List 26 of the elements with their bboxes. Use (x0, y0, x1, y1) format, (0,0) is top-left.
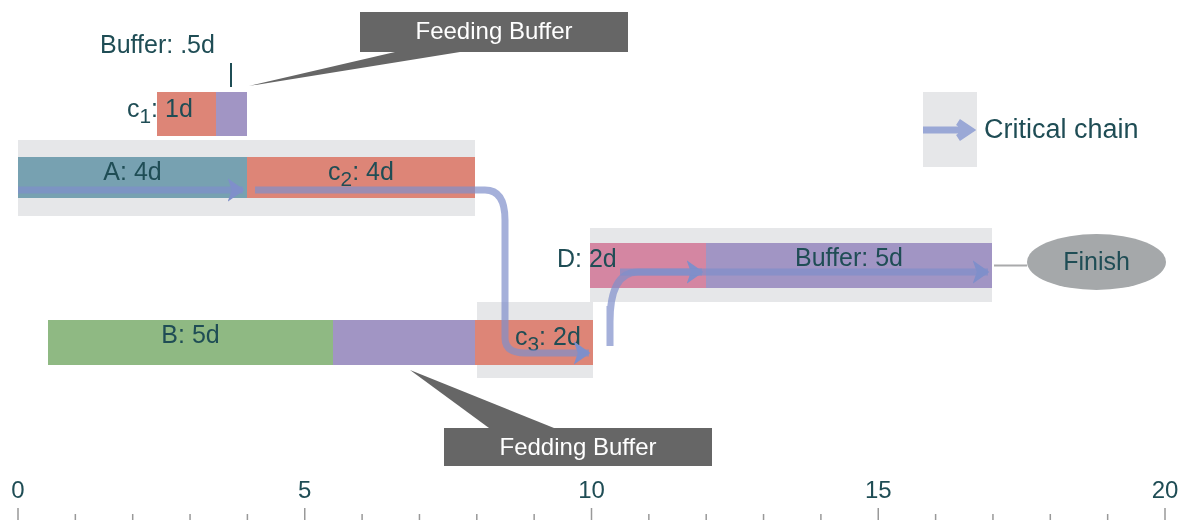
callout-pointer (410, 370, 554, 428)
axis-label: 15 (863, 476, 893, 504)
callout-text: Fedding Buffer (498, 433, 658, 461)
callout-box (360, 12, 628, 52)
bar-label: D: 2d (557, 244, 617, 272)
bar-label: B: 5d (160, 320, 221, 348)
bar-label: A: 4d (102, 157, 163, 185)
axis-label: 0 (10, 476, 26, 504)
bar-label: Buffer: 5d (794, 243, 904, 271)
axis-label: 20 (1150, 476, 1180, 504)
connector-line (993, 264, 1028, 267)
callout-text: Feeding Buffer (414, 17, 574, 45)
task-bar (48, 320, 333, 365)
bar-label: c$_{3}$: 2d (515, 322, 581, 357)
chain-arrow (255, 186, 591, 365)
callout-pointer (249, 52, 460, 86)
chain-arrow (18, 178, 245, 202)
bar-label: Buffer: .5d (100, 30, 215, 58)
buffer-bar (333, 320, 475, 365)
bar-label: c$_{1}$: 1d (127, 94, 193, 129)
callout-box (444, 428, 712, 466)
axis-label: 5 (297, 476, 313, 504)
bar-label: c$_{2}$: 4d (327, 157, 395, 192)
bar-label: Finish (1062, 247, 1131, 275)
axis-label: 10 (577, 476, 606, 504)
legend-label: Critical chain (984, 115, 1139, 143)
